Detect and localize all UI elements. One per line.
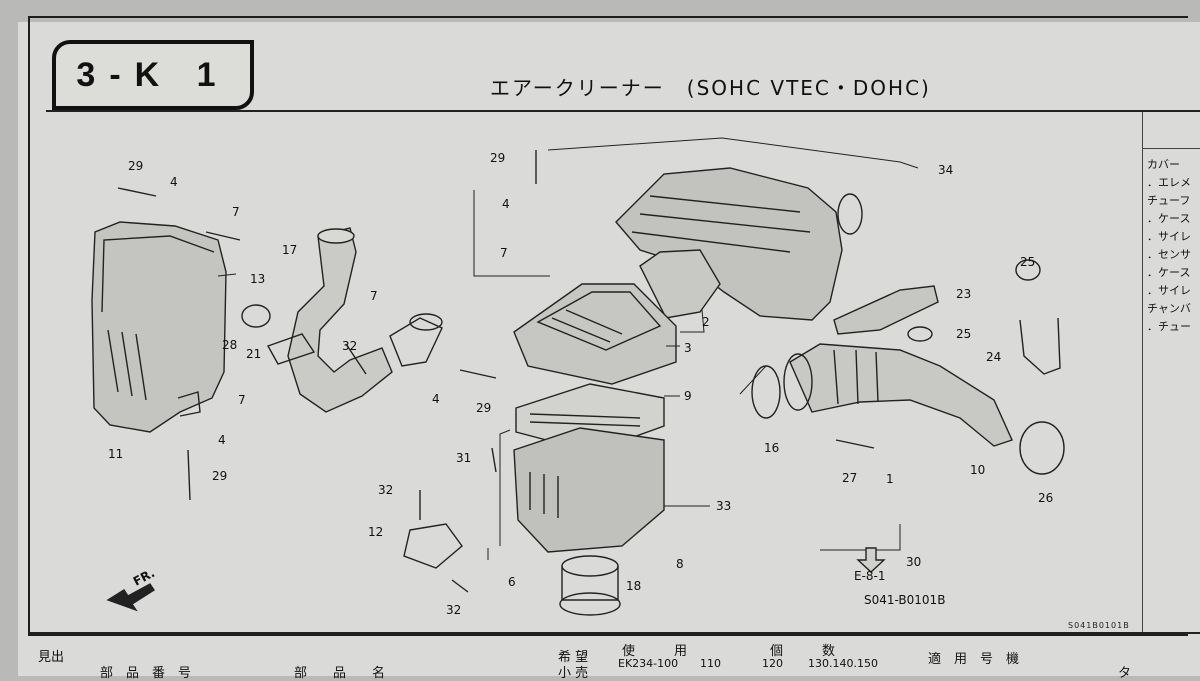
- boot-18: [559, 555, 621, 616]
- part-label: 7: [238, 393, 246, 407]
- section-number-box: 3-K 1: [52, 40, 254, 110]
- part-label: 30: [906, 555, 921, 569]
- part-label: 8: [676, 557, 684, 571]
- side-item: ．ケース: [1147, 266, 1191, 279]
- page-title: エアークリーナー (SOHC VTEC・DOHC): [490, 76, 931, 100]
- duct-23: [833, 285, 939, 335]
- side-item: カバー: [1147, 158, 1180, 171]
- part-label: 29: [476, 401, 491, 415]
- case-33: [513, 427, 665, 553]
- side-item: チャンバ: [1147, 302, 1191, 315]
- part-label: 12: [368, 525, 383, 539]
- pipe-24: [1019, 317, 1061, 375]
- table-col-120: 120: [762, 657, 783, 670]
- stamp-code: S041B0101B: [1068, 621, 1130, 630]
- part-label: 29: [490, 151, 505, 165]
- page-frame: [28, 16, 1188, 636]
- part-label: 17: [282, 243, 297, 257]
- table-header-ta: タ: [1118, 666, 1132, 681]
- table-col-130: 130.140.150: [808, 657, 878, 670]
- table-header-kibo: 希 望: [558, 650, 589, 665]
- part-label: 32: [342, 339, 357, 353]
- part-label: 4: [432, 392, 440, 406]
- leader-lines: [217, 137, 919, 560]
- part-label: 9: [684, 389, 692, 403]
- cover-34: [615, 167, 863, 321]
- part-label: 3: [684, 341, 692, 355]
- table-col-ek: EK234-100: [618, 657, 679, 670]
- part-label: 25: [1020, 255, 1035, 269]
- side-item: ．チュー: [1147, 320, 1191, 333]
- part-label: 10: [970, 463, 985, 477]
- part-label: 1: [886, 472, 894, 486]
- table-rule: [30, 632, 1200, 634]
- section-number: 3-K 1: [76, 55, 230, 94]
- grommet-13: [241, 304, 271, 328]
- fr-arrow: [106, 583, 155, 612]
- table-header-part-number: 部 品 番 号: [100, 666, 192, 681]
- table-header-midashi: 見出: [38, 650, 65, 665]
- table-header-part-name: 部 品 名: [294, 666, 386, 681]
- table-header-shiyo: 使 用: [622, 644, 688, 659]
- part-labels: 29 4 7 17 13 7 32 28 21 7 4 29 4 11 29 2…: [108, 151, 1053, 617]
- table-header-kouri: 小 売: [558, 666, 589, 681]
- side-item: チューフ: [1147, 194, 1191, 207]
- part-label: 29: [212, 469, 227, 483]
- part-label: 23: [956, 287, 971, 301]
- part-label: 18: [626, 579, 641, 593]
- cover-3: [513, 283, 677, 385]
- part-label: 4: [502, 197, 510, 211]
- fr-label: FR.: [131, 566, 157, 589]
- part-label: 7: [500, 246, 508, 260]
- ref-arrow: [856, 547, 886, 573]
- table-header-kosu: 個 数: [770, 644, 836, 659]
- gasket-16: [751, 365, 781, 419]
- bolts: [117, 150, 875, 593]
- clamp-25-mid: [907, 326, 933, 342]
- part-label: 4: [170, 175, 178, 189]
- diagram-code: S041-B0101B: [864, 593, 945, 607]
- clamp-26: [1019, 421, 1065, 475]
- part-label: 11: [108, 447, 123, 461]
- tube-10: [783, 343, 1013, 447]
- part-label: 7: [232, 205, 240, 219]
- part-label: 4: [218, 433, 226, 447]
- part-label: 34: [938, 163, 953, 177]
- part-label: 25: [956, 327, 971, 341]
- part-label: 24: [986, 350, 1001, 364]
- part-label: 32: [378, 483, 393, 497]
- table-col-110: 110: [700, 657, 721, 670]
- duct-17: [266, 227, 443, 413]
- part-label: 16: [764, 441, 779, 455]
- part-label: 28: [222, 338, 237, 352]
- part-label: 6: [508, 575, 516, 589]
- part-label: 26: [1038, 491, 1053, 505]
- side-item: ．センサ: [1147, 248, 1191, 261]
- part-label: 7: [370, 289, 378, 303]
- part-label: 33: [716, 499, 731, 513]
- part-label: 27: [842, 471, 857, 485]
- side-item: ．サイレ: [1147, 284, 1191, 297]
- ref-label: E-8-1: [854, 569, 886, 583]
- side-item: ．エレメ: [1147, 176, 1191, 189]
- part-label: 13: [250, 272, 265, 286]
- title-rule: [46, 110, 1200, 112]
- resonator-11: [91, 221, 227, 433]
- side-panel: カバー ．エレメ チューフ ．ケース ．サイレ ．センサ ．ケース ．サイレ チ…: [1142, 112, 1200, 632]
- bracket-12: [403, 523, 463, 569]
- part-label: 21: [246, 347, 261, 361]
- table-header-tekiyo: 適 用 号 機: [928, 652, 1020, 667]
- side-item: ．サイレ: [1147, 230, 1191, 243]
- side-item: ．ケース: [1147, 212, 1191, 225]
- part-label: 31: [456, 451, 471, 465]
- clamp-25-top: [1015, 259, 1041, 281]
- side-panel-rule: [1143, 148, 1200, 149]
- part-label: 32: [446, 603, 461, 617]
- part-label: 29: [128, 159, 143, 173]
- part-label: 2: [702, 315, 710, 329]
